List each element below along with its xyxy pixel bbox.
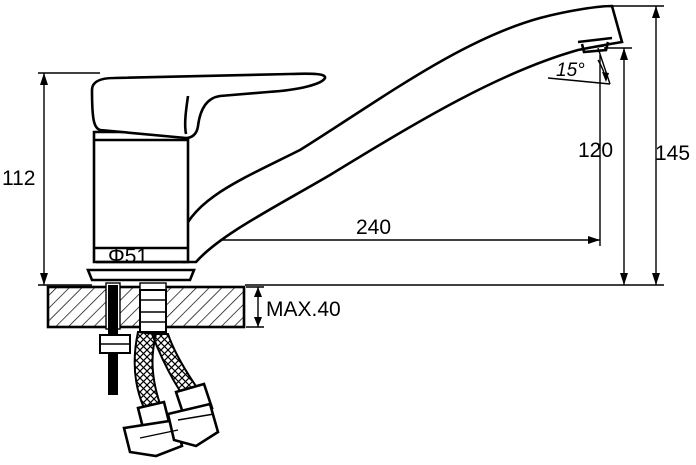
base-diameter-label: Φ51 [108, 245, 148, 268]
height-right-label: 145 [655, 142, 690, 165]
angle-label: 15° [556, 60, 585, 81]
height-dimension-left: 112 [2, 72, 100, 286]
hose-end-fittings [122, 382, 220, 458]
mount-thickness-label: MAX.40 [266, 298, 341, 321]
reach-label: 240 [356, 216, 391, 239]
spout-height-label: 120 [578, 139, 613, 162]
angle-annotation: 15° [547, 47, 611, 85]
height-dimension-right: 145 [245, 5, 690, 286]
faucet-body: Φ51 [86, 130, 196, 282]
handle-lever [90, 72, 327, 140]
hose-connector [139, 289, 167, 333]
mounting-rod [99, 285, 131, 395]
mount-thickness-dimension: MAX.40 [246, 286, 341, 328]
spout-height-dimension: 120 [578, 47, 632, 285]
spout [178, 4, 624, 264]
height-left-label: 112 [2, 167, 35, 190]
